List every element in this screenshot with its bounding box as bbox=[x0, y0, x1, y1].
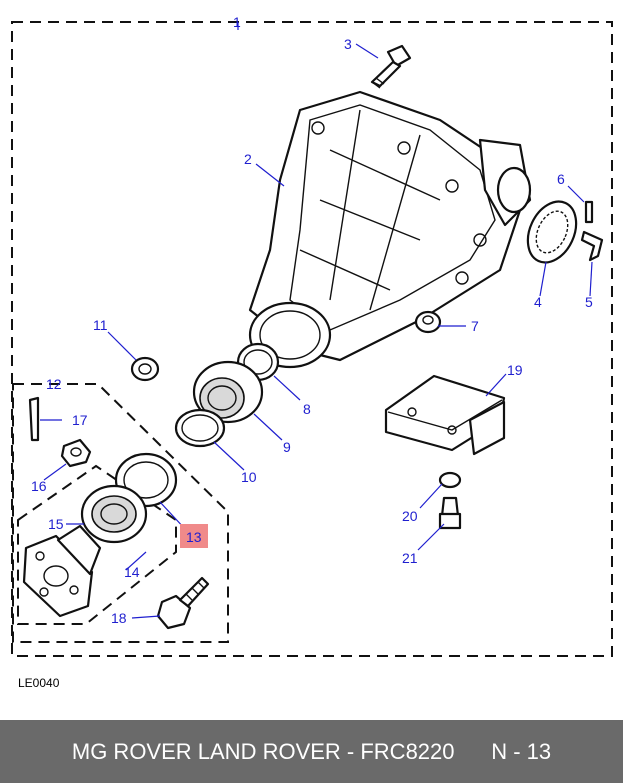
flange-assembly-box bbox=[17, 464, 177, 625]
abs-reluctor-ring bbox=[526, 200, 578, 264]
callout-9: 9 bbox=[283, 439, 291, 455]
exploded-parts-diagram: 1 2 3 4 5 6 7 8 9 10 11 12 13 14 15 16 1… bbox=[11, 14, 613, 657]
split-pin bbox=[28, 396, 40, 442]
callout-19: 19 bbox=[507, 362, 523, 378]
callout-18: 18 bbox=[111, 610, 127, 626]
mounting-bracket bbox=[384, 374, 506, 456]
assembly-frame bbox=[11, 21, 613, 657]
callout-21: 21 bbox=[402, 550, 418, 566]
callout-5: 5 bbox=[585, 294, 593, 310]
callout-13: 13 bbox=[186, 529, 202, 545]
pinion-bearing bbox=[192, 360, 264, 424]
bracket-washer bbox=[438, 471, 462, 489]
callout-20: 20 bbox=[402, 508, 418, 524]
callout-10: 10 bbox=[241, 469, 257, 485]
breather-nut bbox=[414, 310, 442, 334]
thrust-washer bbox=[130, 356, 160, 382]
diagram-reference-code: LE0040 bbox=[18, 676, 60, 690]
callout-14: 14 bbox=[124, 564, 140, 580]
footer-gap bbox=[455, 739, 492, 765]
callout-17: 17 bbox=[72, 412, 88, 428]
roll-pin bbox=[584, 200, 594, 224]
callout-labels: 1 2 3 4 5 6 7 8 9 10 11 12 13 14 15 16 1… bbox=[31, 14, 593, 626]
footer-bar: MG ROVER LAND ROVER - FRC8220 N - 13 bbox=[0, 720, 623, 783]
callout-3: 3 bbox=[344, 36, 352, 52]
dust-shield bbox=[80, 484, 148, 544]
flange-nut bbox=[60, 438, 92, 468]
callout-6: 6 bbox=[557, 171, 565, 187]
housing-bolt bbox=[370, 44, 412, 89]
flange-bolt bbox=[156, 576, 210, 630]
retaining-clip bbox=[580, 230, 604, 262]
footer-title: MG ROVER LAND ROVER - FRC8220 bbox=[71, 738, 455, 764]
callout-2: 2 bbox=[244, 151, 252, 167]
callout-4: 4 bbox=[534, 294, 542, 310]
callout-12: 12 bbox=[46, 376, 62, 392]
drive-flange bbox=[22, 524, 102, 618]
sub-assembly-box bbox=[12, 383, 229, 643]
callout-1: 1 bbox=[233, 14, 241, 30]
footer-page-number: N - 13 bbox=[491, 738, 552, 764]
bracket-bolt bbox=[438, 496, 462, 530]
callout-15: 15 bbox=[48, 516, 64, 532]
callout-7: 7 bbox=[471, 318, 479, 334]
callout-11: 11 bbox=[93, 317, 108, 333]
highlight-marker bbox=[180, 524, 208, 548]
callout-8: 8 bbox=[303, 401, 311, 417]
callout-16: 16 bbox=[31, 478, 47, 494]
differential-housing bbox=[248, 90, 532, 369]
